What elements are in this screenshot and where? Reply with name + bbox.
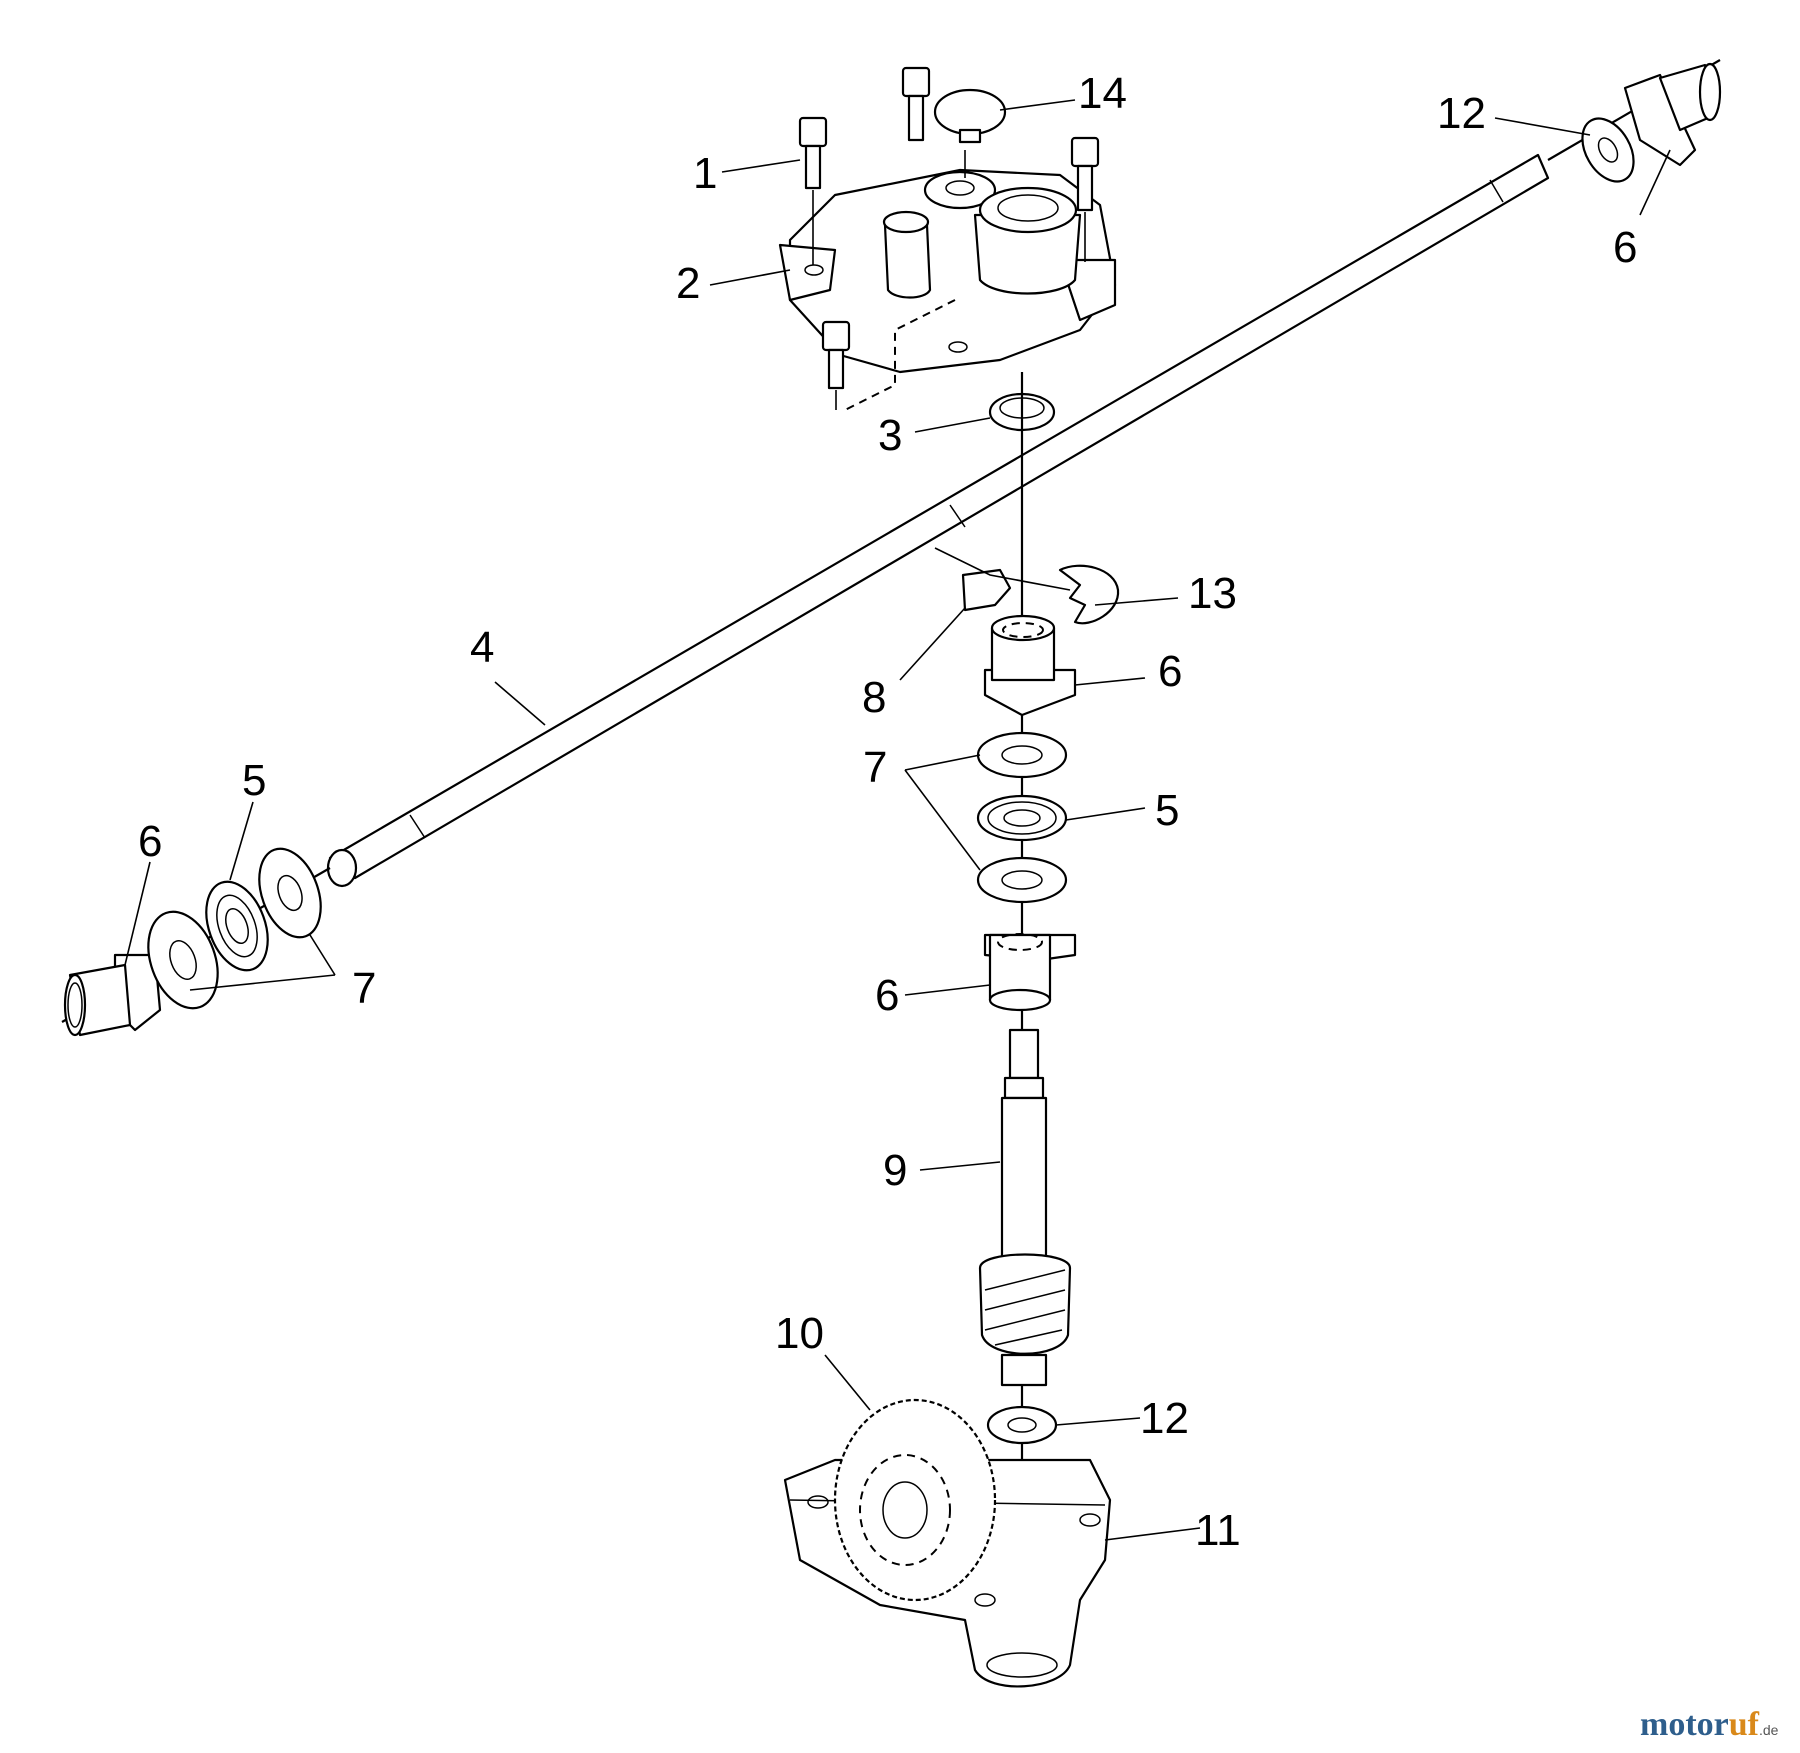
bolt-4: [821, 320, 851, 410]
thrust-washer-lower: [976, 856, 1068, 904]
retaining-clip: [1058, 564, 1120, 625]
leader-lines: [124, 99, 1671, 1541]
callout-2: 2: [676, 259, 700, 308]
callout-11: 11: [1195, 1506, 1241, 1555]
thrust-washer-upper: [976, 731, 1068, 779]
callout-6-mid-lower: 6: [875, 971, 899, 1020]
left-thrust-washer-inner: [258, 847, 322, 939]
callout-1: 1: [693, 149, 717, 198]
callout-3: 3: [878, 411, 902, 460]
watermark-brand-dark: motor: [1640, 1706, 1729, 1743]
callout-12-bottom: 12: [1140, 1394, 1189, 1443]
breather-plug: [933, 88, 1007, 178]
watermark-brand-accent: uf: [1729, 1706, 1760, 1743]
thrust-bearing-mid: [976, 794, 1068, 842]
upper-right-washer: [1581, 117, 1635, 183]
svg-text:motoruf.de: motoruf.de: [1640, 1706, 1779, 1743]
woodruff-key: [934, 547, 1071, 612]
callout-6-left: 6: [138, 817, 162, 866]
flange-bearing-lower: [983, 933, 1077, 1012]
callout-14: 14: [1078, 69, 1127, 118]
left-thrust-bearing: [205, 880, 269, 972]
watermark-suffix: .de: [1759, 1722, 1779, 1738]
callout-7-left: 7: [352, 964, 376, 1013]
bolt-1: [798, 116, 828, 265]
callout-9: 9: [883, 1146, 907, 1195]
callout-8: 8: [862, 673, 886, 722]
bolt-2: [901, 66, 931, 142]
callout-12-top: 12: [1437, 89, 1486, 138]
callout-6-mid-upper: 6: [1158, 647, 1182, 696]
callout-5-right: 5: [1155, 786, 1179, 835]
callout-7-mid: 7: [863, 743, 887, 792]
callouts: 1 2 3 4 5 5 6 6 6 6 7 7 8 9 10 11 12 12 …: [138, 69, 1637, 1555]
callout-5-left: 5: [242, 756, 266, 805]
cover-alignment-guide: [844, 299, 956, 411]
callout-6-upper-right: 6: [1613, 223, 1637, 272]
left-thrust-washer-outer: [147, 910, 219, 1010]
callout-13: 13: [1188, 569, 1237, 618]
callout-4: 4: [470, 623, 494, 672]
flange-bearing-right: [1623, 62, 1722, 167]
flange-bearing-upper: [983, 614, 1077, 717]
bolt-3: [1070, 136, 1100, 262]
bevel-gear: [833, 1398, 997, 1602]
watermark-logo: motoruf.de: [1640, 1706, 1779, 1743]
flange-bearing-left: [63, 953, 162, 1037]
lower-washer: [986, 1405, 1058, 1445]
worm-shaft: [978, 1028, 1072, 1387]
callout-10: 10: [775, 1309, 824, 1358]
